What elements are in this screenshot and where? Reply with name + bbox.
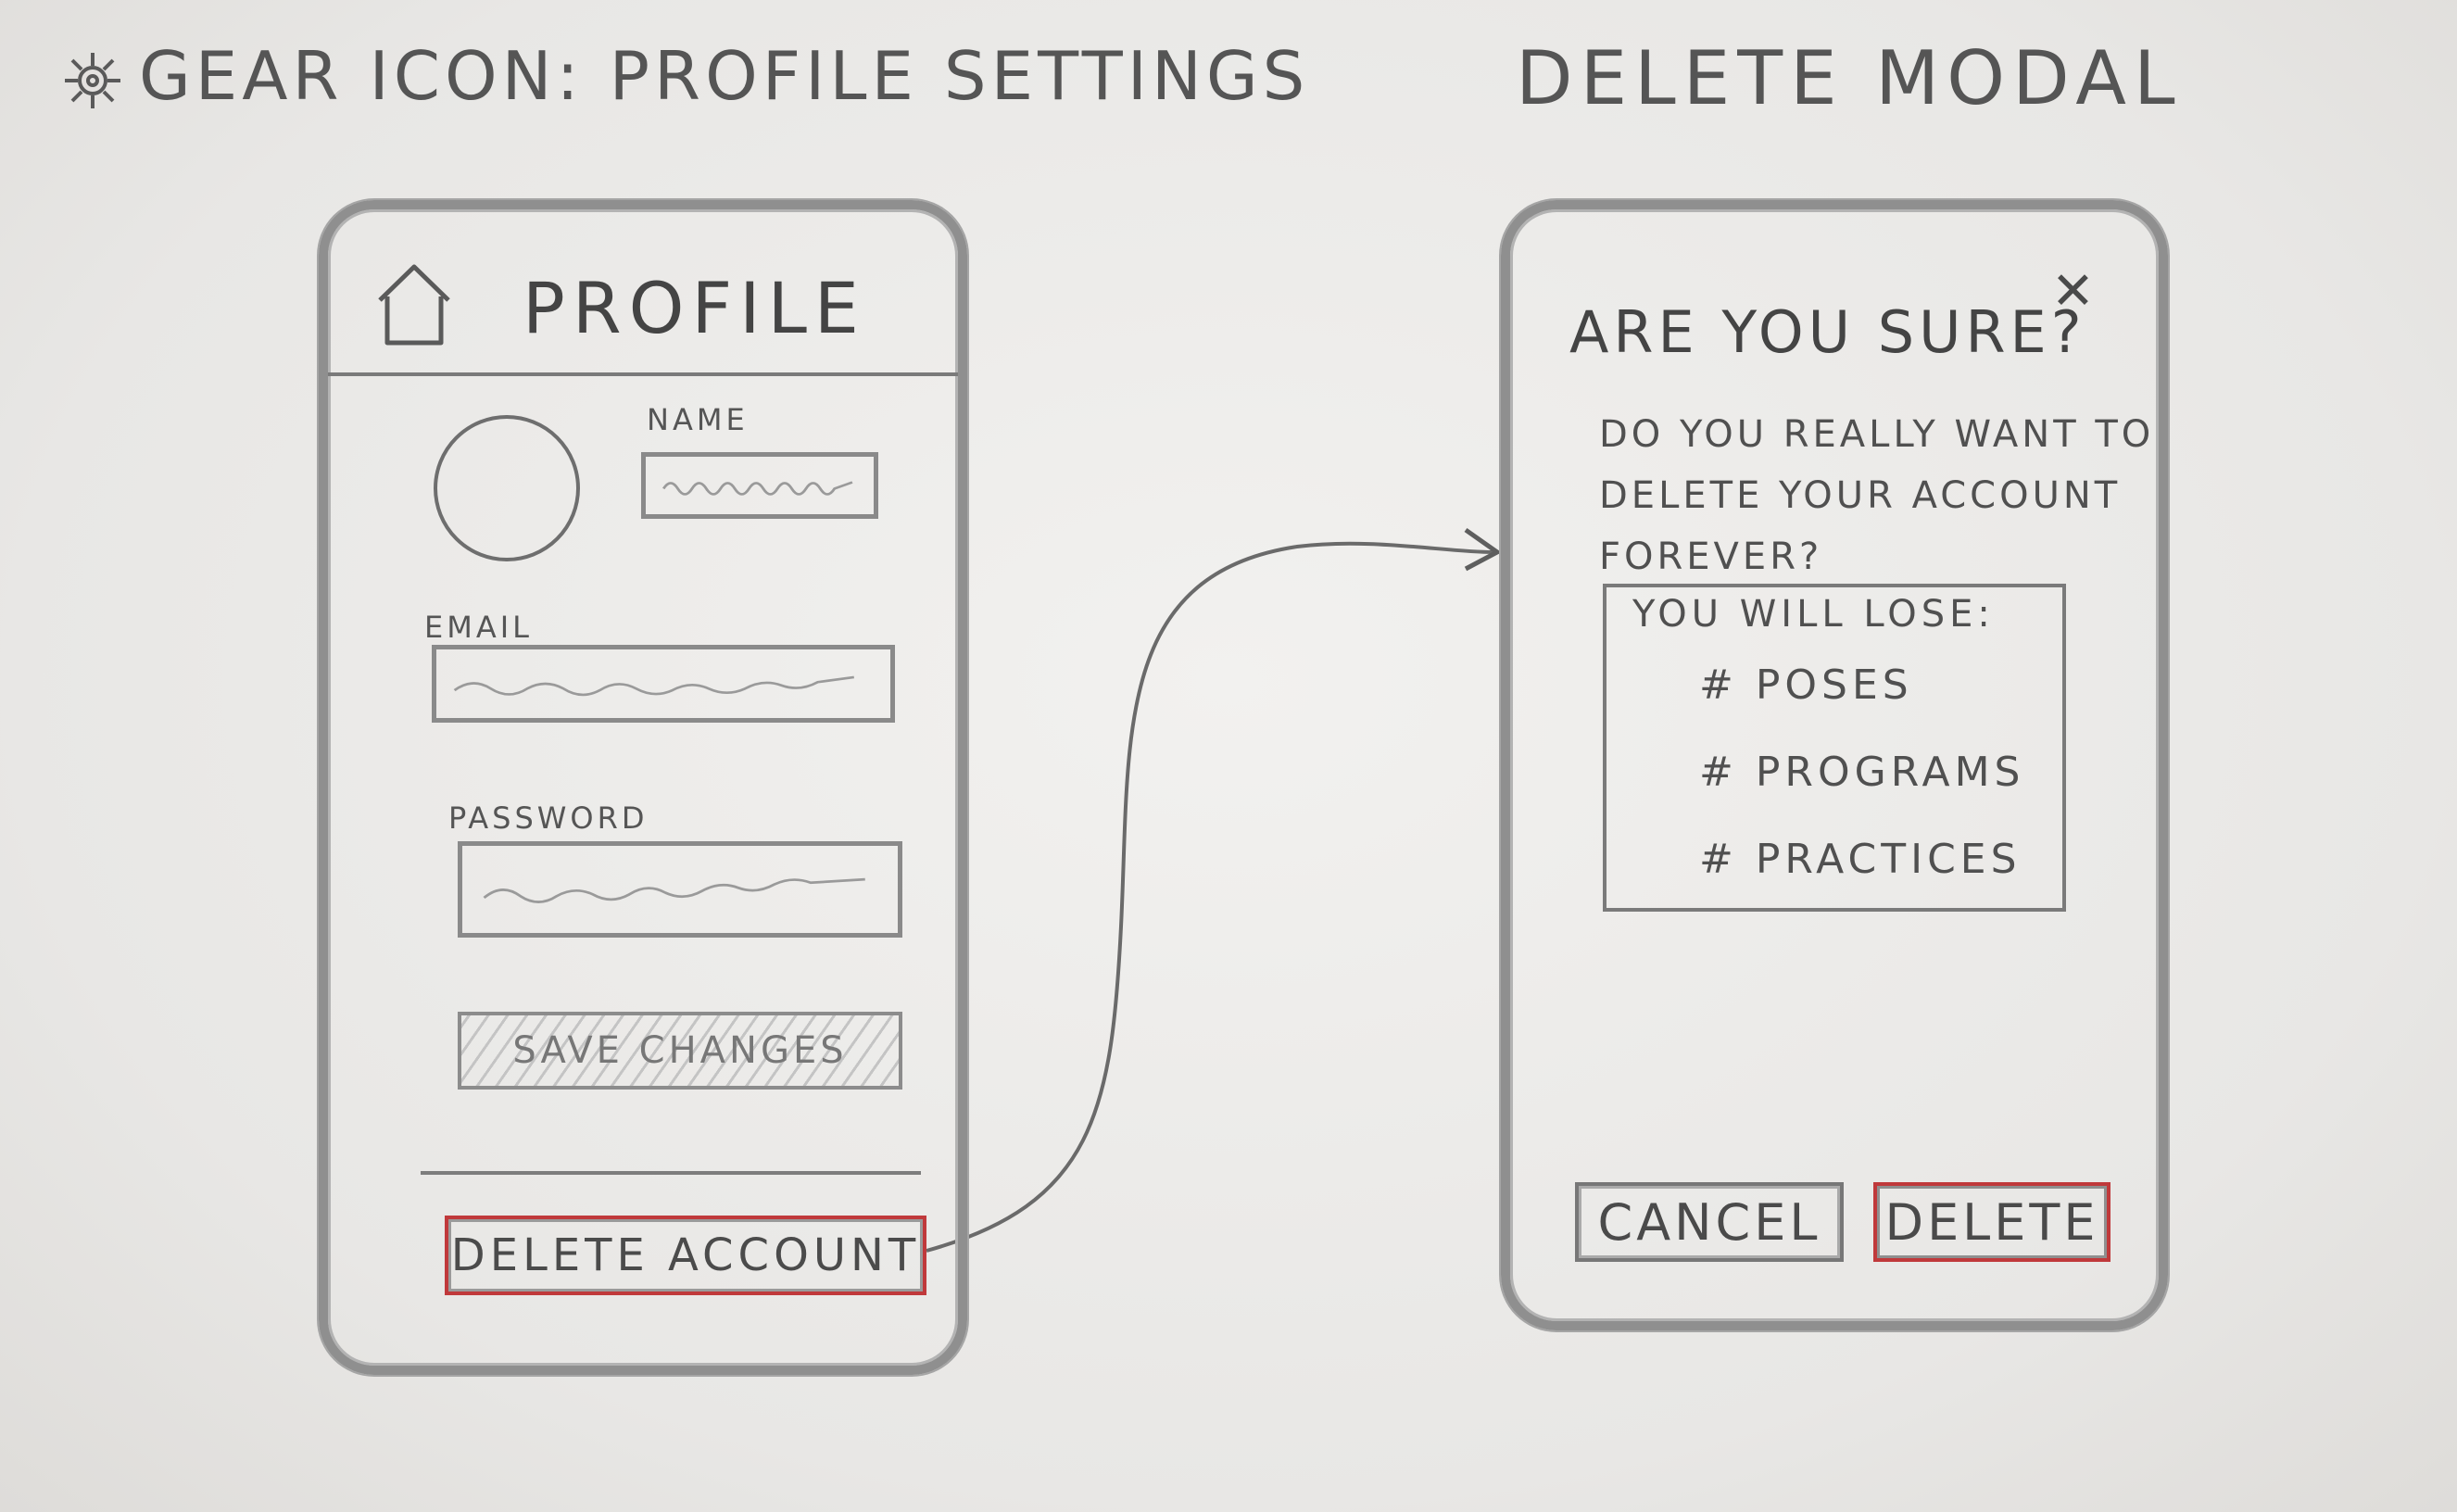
modal-body-text: Do you really want to delete your accoun… (1599, 413, 2155, 578)
name-label: Name (647, 402, 749, 437)
page-title: Profile (523, 267, 866, 349)
email-label: Email (424, 610, 533, 645)
heading-delete-modal: Delete modal (1516, 35, 2183, 121)
delete-button[interactable]: Delete (1873, 1182, 2110, 1262)
phone-profile-screen: Profile Name Email Password Save changes… (319, 200, 967, 1375)
lose-items-box: You will lose: # Poses # Programs # Prac… (1603, 584, 2066, 912)
password-label: Password (448, 800, 649, 836)
profile-header: Profile (328, 209, 958, 376)
modal-title: Are you sure? (1569, 298, 2086, 366)
heading-profile-settings: Gear icon: Profile settings (56, 37, 1309, 118)
password-field[interactable] (458, 841, 902, 938)
list-item: # Practices (1699, 836, 2022, 883)
list-item: # Poses (1699, 662, 1913, 709)
list-item: # Programs (1699, 749, 2025, 796)
email-field[interactable] (432, 645, 895, 723)
save-changes-button[interactable]: Save changes (458, 1012, 902, 1090)
phone-delete-modal: ✕ Are you sure? Do you really want to de… (1501, 200, 2168, 1330)
gear-icon (56, 44, 130, 118)
name-field[interactable] (641, 452, 878, 519)
scribble-placeholder (453, 675, 855, 697)
close-icon[interactable]: ✕ (2051, 261, 2095, 321)
heading-left-text: Gear icon: Profile settings (139, 37, 1310, 115)
scribble-placeholder (483, 877, 865, 903)
divider (421, 1171, 921, 1175)
avatar[interactable] (434, 415, 580, 561)
delete-account-button[interactable]: Delete account (445, 1216, 926, 1295)
lose-heading: You will lose: (1632, 593, 1995, 636)
home-icon[interactable] (372, 259, 456, 348)
scribble-placeholder (662, 481, 853, 496)
cancel-button[interactable]: Cancel (1575, 1182, 1844, 1262)
